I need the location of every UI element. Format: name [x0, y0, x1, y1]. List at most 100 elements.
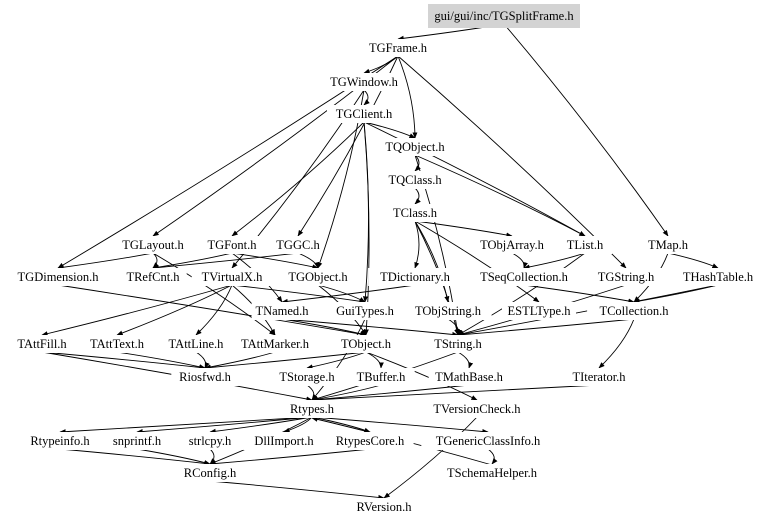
node-estltype-h[interactable]: ESTLType.h: [502, 302, 576, 320]
node-tgfont-h[interactable]: TGFont.h: [201, 236, 263, 254]
node-label: RConfig.h: [184, 466, 237, 480]
node-label: Rtypes.h: [290, 402, 335, 416]
edge-tattmarker-h-to-riosfwd-h: [204, 351, 276, 370]
root-node-box: [428, 4, 580, 28]
node-tclass-h[interactable]: TClass.h: [384, 204, 446, 222]
node-label: ESTLType.h: [508, 304, 572, 318]
node-riosfwd-h[interactable]: Riosfwd.h: [171, 368, 239, 386]
node-tgclient-h[interactable]: TGClient.h: [327, 105, 401, 123]
node-tdictionary-h[interactable]: TDictionary.h: [368, 268, 462, 286]
node-strlcpy-h[interactable]: strlcpy.h: [176, 432, 244, 450]
node-label: TGClient.h: [336, 107, 393, 121]
edge-tclass-h-to-tobjarray-h: [414, 220, 513, 238]
edge-tvirtualx-h-to-guitypes-h: [231, 284, 366, 304]
node-tgwindow-h[interactable]: TGWindow.h: [327, 73, 401, 91]
node-tlist-h[interactable]: TList.h: [557, 236, 613, 254]
edge-tatttext-h-to-riosfwd-h: [116, 351, 206, 370]
edge-tglayout-h-to-tgdimension-h: [57, 252, 154, 270]
node-label: TAttText.h: [90, 337, 145, 351]
edge-rtypeinfo-h-to-rconfig-h: [59, 448, 211, 466]
node-tvirtualx-h[interactable]: TVirtualX.h: [191, 268, 273, 286]
node-background: [558, 368, 640, 386]
node-background: [589, 268, 663, 286]
node-label: TMap.h: [648, 238, 689, 252]
node-guitypes-h[interactable]: GuiTypes.h: [328, 302, 402, 320]
node-thashtable-h[interactable]: THashTable.h: [674, 268, 762, 286]
node-rversion-h[interactable]: RVersion.h: [347, 498, 421, 516]
node-background: [201, 236, 263, 254]
node-tstorage-h[interactable]: TStorage.h: [270, 368, 344, 386]
node-tseqcollection-h[interactable]: TSeqCollection.h: [467, 268, 581, 286]
edge-tgclient-h-to-tgfont-h: [231, 121, 365, 237]
node-background: [421, 432, 555, 450]
node-tattmarker-h[interactable]: TAttMarker.h: [231, 335, 319, 353]
node-label: GuiTypes.h: [336, 304, 395, 318]
node-background: [384, 204, 446, 222]
node-tatttext-h[interactable]: TAttText.h: [80, 335, 154, 353]
edge-tgframe-h-to-tqobject-h: [397, 55, 418, 139]
node-background: [270, 368, 344, 386]
node-tbuffer-h[interactable]: TBuffer.h: [347, 368, 415, 386]
edge-gui-gui-inc-tgsplitframe-h-to-tmap-h: [503, 23, 669, 237]
node-label: TGFont.h: [208, 238, 258, 252]
node-tcollection-h[interactable]: TCollection.h: [587, 302, 681, 320]
node-snprintf-h[interactable]: snprintf.h: [100, 432, 174, 450]
node-tgdimension-h[interactable]: TGDimension.h: [11, 268, 105, 286]
node-rconfig-h[interactable]: RConfig.h: [176, 464, 244, 482]
edge-tglayout-h-to-tattmarker-h: [152, 252, 276, 336]
node-tgframe-h[interactable]: TGFrame.h: [364, 39, 432, 57]
node-background: [674, 268, 762, 286]
node-tstring-h[interactable]: TString.h: [424, 335, 492, 353]
node-label: TGString.h: [598, 270, 655, 284]
node-tobjarray-h[interactable]: TObjArray.h: [471, 236, 553, 254]
edge-tqobject-h-to-tlist-h: [414, 154, 586, 237]
node-trefcnt-h[interactable]: TRefCnt.h: [119, 268, 187, 286]
node-tglayout-h[interactable]: TGLayout.h: [116, 236, 190, 254]
edge-tclass-h-to-estltype-h: [414, 220, 540, 303]
node-tmathbase-h[interactable]: TMathBase.h: [428, 368, 510, 386]
node-label: RtypesCore.h: [336, 434, 405, 448]
node-tgobject-h[interactable]: TGObject.h: [281, 268, 355, 286]
node-tobject-h[interactable]: TObject.h: [332, 335, 400, 353]
node-tmap-h[interactable]: TMap.h: [644, 236, 692, 254]
node-background: [381, 171, 449, 189]
node-tggc-h[interactable]: TGGC.h: [274, 236, 322, 254]
edge-snprintf-h-to-rconfig-h: [136, 448, 211, 465]
node-background: [328, 302, 402, 320]
node-tqclass-h[interactable]: TQClass.h: [381, 171, 449, 189]
edge-tnamed-h-to-tstring-h: [281, 318, 459, 337]
node-tobjstring-h[interactable]: TObjString.h: [404, 302, 492, 320]
node-tgstring-h[interactable]: TGString.h: [589, 268, 663, 286]
node-background: [378, 138, 452, 156]
node-tschemahelper-h[interactable]: TSchemaHelper.h: [438, 464, 546, 482]
node-titerator-h[interactable]: TIterator.h: [558, 368, 640, 386]
node-tattfill-h[interactable]: TAttFill.h: [5, 335, 79, 353]
node-label: TGDimension.h: [18, 270, 100, 284]
node-label: TQClass.h: [388, 173, 442, 187]
node-rtypescore-h[interactable]: RtypesCore.h: [326, 432, 414, 450]
node-background: [364, 39, 432, 57]
node-rtypeinfo-h[interactable]: Rtypeinfo.h: [19, 432, 101, 450]
node-background: [119, 268, 187, 286]
edge-tgclient-h-to-tqobject-h: [363, 121, 416, 139]
edge-rtypes-h-to-snprintf-h: [136, 416, 313, 435]
edge-rtypescore-h-to-rconfig-h: [209, 448, 371, 467]
node-dllimport-h[interactable]: DllImport.h: [243, 432, 325, 450]
edge-guitypes-h-to-rtypes-h: [311, 318, 366, 401]
root-node[interactable]: gui/gui/inc/TGSplitFrame.h: [428, 4, 580, 28]
node-label: TSeqCollection.h: [480, 270, 569, 284]
node-tnamed-h[interactable]: TNamed.h: [251, 302, 313, 320]
node-tversioncheck-h[interactable]: TVersionCheck.h: [423, 400, 531, 418]
node-tgenericclassinfo-h[interactable]: TGenericClassInfo.h: [421, 432, 555, 450]
node-rtypes-h[interactable]: Rtypes.h: [281, 400, 343, 418]
node-background: [243, 432, 325, 450]
node-background: [368, 268, 462, 286]
node-label: TDictionary.h: [380, 270, 450, 284]
node-label: THashTable.h: [683, 270, 754, 284]
node-label: TVirtualX.h: [202, 270, 263, 284]
node-tattline-h[interactable]: TAttLine.h: [159, 335, 233, 353]
node-label: TStorage.h: [279, 370, 335, 384]
node-label: TGenericClassInfo.h: [436, 434, 541, 448]
node-tqobject-h[interactable]: TQObject.h: [378, 138, 452, 156]
node-background: [423, 400, 531, 418]
